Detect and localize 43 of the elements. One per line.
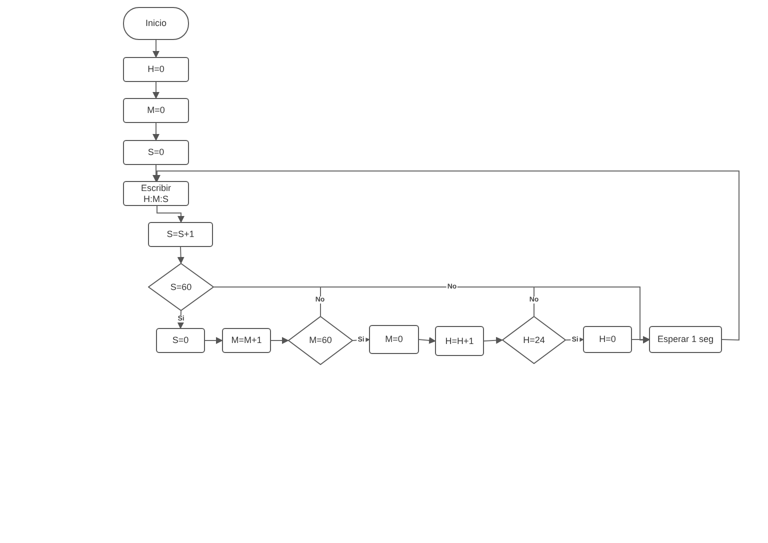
- process-box: [123, 57, 189, 82]
- node-text: H=0: [148, 64, 164, 75]
- node-text: M=60: [309, 335, 332, 346]
- node-text: M=M+1: [231, 335, 262, 346]
- arrow: [152, 40, 160, 58]
- node-text: S=0: [148, 147, 164, 158]
- decision-diamond: [148, 263, 214, 311]
- decision-diamond: [502, 316, 566, 364]
- process-box: [156, 328, 205, 353]
- node-text: H=H+1: [445, 336, 474, 346]
- process-box: [583, 326, 632, 353]
- node-text: M=0: [147, 105, 165, 116]
- node-text: M=0: [385, 334, 403, 345]
- arrow: [632, 336, 650, 343]
- arrow: [152, 164, 160, 182]
- process-box: [123, 98, 189, 123]
- node-text: Escribir H:M:S: [140, 182, 172, 204]
- arrow: [177, 246, 184, 264]
- arrow: [156, 206, 184, 223]
- arrow: [534, 286, 650, 344]
- node-text: H=24: [523, 334, 545, 346]
- node-text: S=S+1: [166, 229, 194, 240]
- process-box: [649, 326, 722, 353]
- node-text: S=60: [170, 282, 192, 292]
- process-box: [435, 326, 484, 356]
- node-text: S=0: [172, 335, 189, 346]
- arrow: [270, 337, 289, 344]
- node-text: Inicio: [145, 18, 166, 29]
- process-box: [222, 328, 271, 353]
- process-box: [369, 325, 419, 354]
- arrow: [484, 336, 503, 344]
- terminal-box: [123, 7, 189, 40]
- decision-diamond: [288, 316, 353, 365]
- node-text: H=0: [599, 334, 616, 345]
- process-box: [148, 222, 213, 247]
- process-box: [123, 181, 189, 206]
- arrow: [418, 336, 436, 344]
- arrow: [154, 170, 740, 341]
- arrow: [152, 82, 160, 99]
- arrow: [204, 337, 223, 344]
- process-box: [123, 140, 189, 165]
- node-text: Esperar 1 seg: [657, 334, 714, 345]
- arrow: [152, 122, 160, 141]
